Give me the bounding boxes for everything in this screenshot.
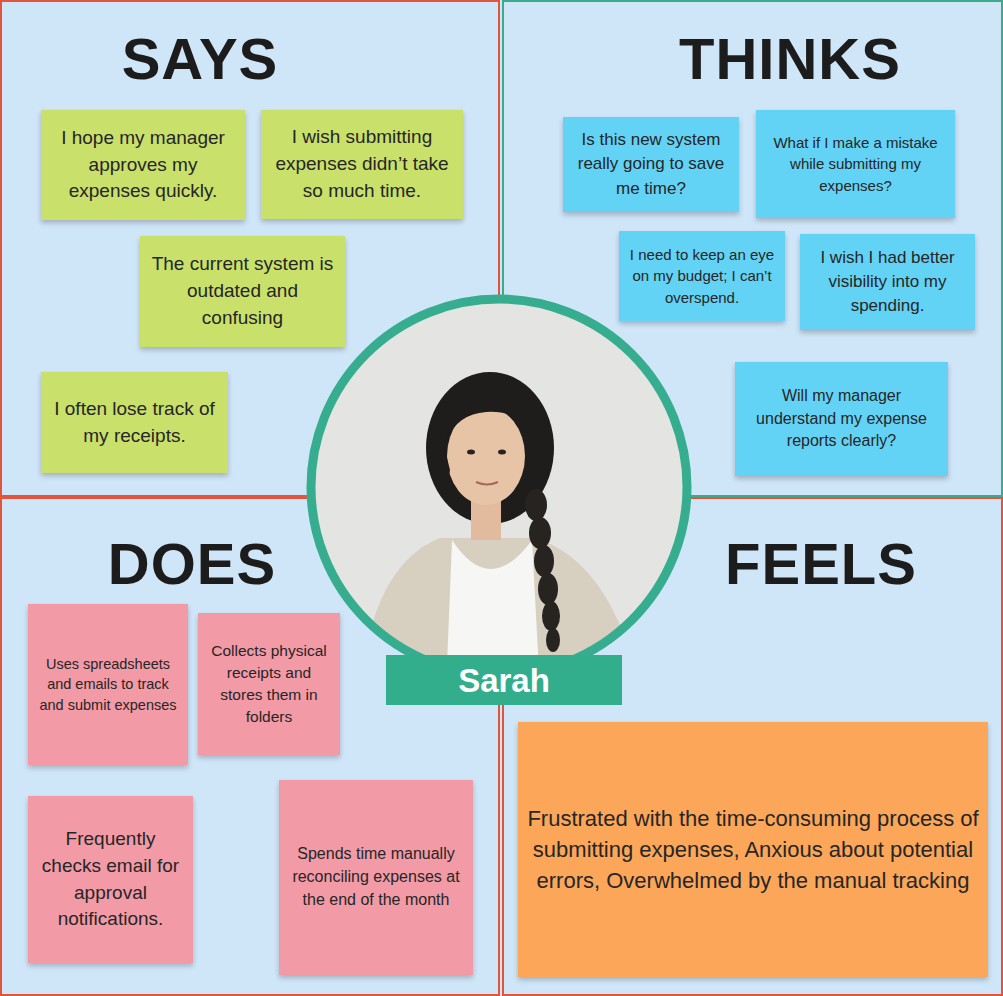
sticky-note-text: I often lose track of my receipts. <box>50 396 219 450</box>
sticky-note-text: Frequently checks email for approval not… <box>37 826 184 934</box>
sticky-note-text: What if I make a mistake while submittin… <box>765 132 946 196</box>
person-name: Sarah <box>458 664 550 697</box>
sticky-note: Is this new system really going to save … <box>563 117 739 212</box>
sticky-note: I wish I had better visibility into my s… <box>800 234 975 330</box>
sticky-note-text: Uses spreadsheets and emails to track an… <box>37 654 179 716</box>
sticky-note: Frequently checks email for approval not… <box>28 796 193 963</box>
quadrant-heading: SAYS <box>122 30 279 88</box>
sticky-note-text: The current system is outdated and confu… <box>149 251 336 332</box>
sticky-note: Uses spreadsheets and emails to track an… <box>28 604 188 765</box>
quadrant-heading: FEELS <box>725 535 917 593</box>
sticky-note: I wish submitting expenses didn’t take s… <box>261 110 463 219</box>
portrait-photo <box>300 290 700 690</box>
sticky-note: What if I make a mistake while submittin… <box>756 110 955 218</box>
sticky-note-text: I hope my manager approves my expenses q… <box>50 125 236 206</box>
sticky-note-text: I wish I had better visibility into my s… <box>809 246 966 318</box>
sticky-note: The current system is outdated and confu… <box>140 236 345 347</box>
sticky-note-text: I need to keep an eye on my budget; I ca… <box>628 244 776 308</box>
sticky-note-text: Will my manager understand my expense re… <box>744 385 939 453</box>
sticky-note: I hope my manager approves my expenses q… <box>41 110 245 220</box>
sticky-note: Collects physical receipts and stores th… <box>198 613 340 755</box>
sticky-note: I need to keep an eye on my budget; I ca… <box>619 231 785 321</box>
sticky-note: Spends time manually reconciling expense… <box>279 780 473 975</box>
quadrant: DOES Uses spreadsheets and emails to trac… <box>0 497 501 996</box>
quadrant-heading: DOES <box>108 535 276 593</box>
quadrant: THINKS Is this new system really going to… <box>501 0 1003 497</box>
sticky-note-text: Is this new system really going to save … <box>572 128 730 200</box>
sticky-note-text: I wish submitting expenses didn’t take s… <box>270 124 454 205</box>
name-band: Sarah <box>386 655 622 705</box>
quadrant: FEELS Frustrated with the time-consuming … <box>501 497 1003 996</box>
quadrant-heading: THINKS <box>679 30 901 88</box>
quadrant: SAYS I hope my manager approves my expens… <box>0 0 501 497</box>
sticky-note-text: Spends time manually reconciling expense… <box>288 843 464 911</box>
sticky-note-text: Frustrated with the time-consuming proce… <box>527 803 979 897</box>
sticky-note-text: Collects physical receipts and stores th… <box>207 640 331 728</box>
sticky-note: Frustrated with the time-consuming proce… <box>518 722 988 977</box>
sticky-note: Will my manager understand my expense re… <box>735 362 948 476</box>
sticky-note: I often lose track of my receipts. <box>41 372 228 473</box>
